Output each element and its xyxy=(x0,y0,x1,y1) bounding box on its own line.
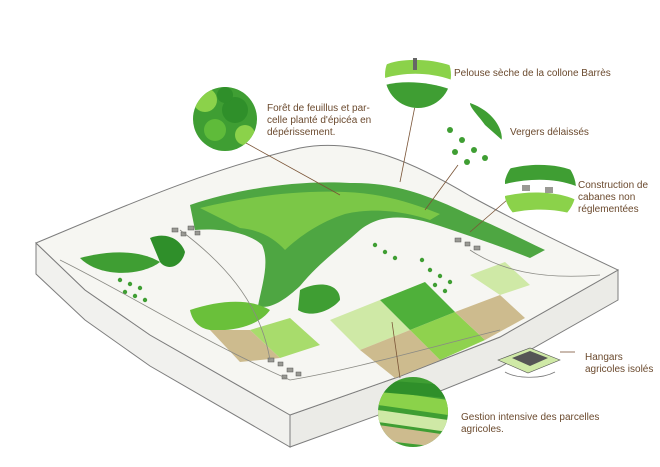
label-cabanes: Construction de cabanes non réglementées xyxy=(578,180,649,215)
roads xyxy=(59,229,601,381)
field-parcel-1 xyxy=(330,300,410,350)
village-east xyxy=(454,237,481,251)
callout-hangars xyxy=(497,347,561,378)
hangar-icon xyxy=(497,347,561,378)
forest-valley-strip xyxy=(150,235,185,267)
callout-gestion xyxy=(378,377,448,447)
forest-canopy-icon xyxy=(193,87,255,145)
field-parcel-7 xyxy=(210,330,280,362)
cabin-icon xyxy=(505,164,576,215)
field-parcel-2 xyxy=(360,330,440,378)
field-parcel-5 xyxy=(380,282,455,330)
forest-east-patch xyxy=(298,284,340,314)
callout-pelouse xyxy=(385,42,451,108)
orchard-icon xyxy=(447,103,502,165)
label-pelouse: Pelouse sèche de la collone Barrès xyxy=(454,68,611,79)
village-south xyxy=(267,357,302,380)
field-parcel-6 xyxy=(250,318,320,358)
field-parcels-icon xyxy=(378,380,448,447)
orchard-trees xyxy=(117,242,453,303)
forest-ridge-light xyxy=(200,191,440,250)
label-foret: Forêt de feuillus et par- celle planté d… xyxy=(267,103,372,138)
callout-cabanes xyxy=(504,153,576,225)
leader-lines xyxy=(245,105,575,379)
dry-grassland-icon xyxy=(385,58,451,108)
forest-strip-south xyxy=(190,301,270,331)
label-hangars: Hangars agricoles isolés xyxy=(585,352,654,375)
callout-vergers xyxy=(438,103,502,167)
label-vergers: Vergers délaissés xyxy=(510,127,589,138)
terrain-top-surface xyxy=(35,144,620,416)
village-west xyxy=(171,225,201,237)
field-parcel-4 xyxy=(455,295,525,340)
label-gestion: Gestion intensive des parcelles agricole… xyxy=(461,412,600,435)
field-parcel-8 xyxy=(470,262,530,295)
forest-west-strip xyxy=(80,252,160,273)
callout-foret xyxy=(193,87,257,151)
